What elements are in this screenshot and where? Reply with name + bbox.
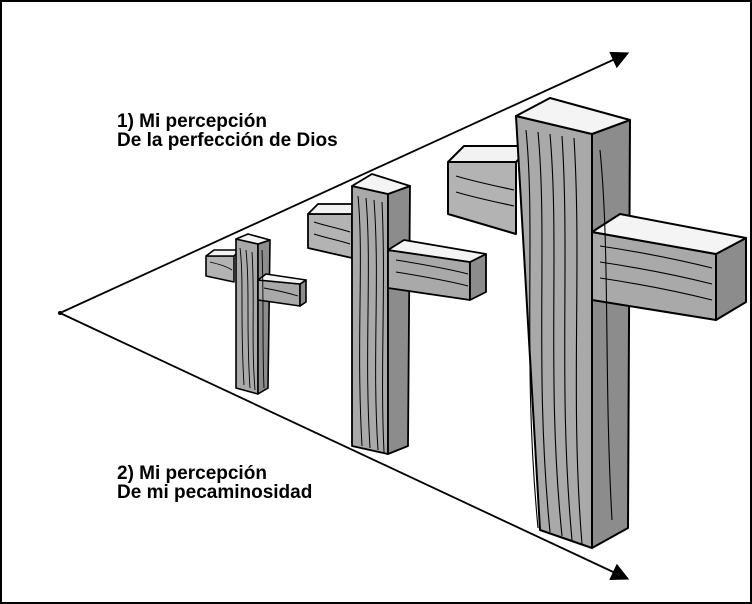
medium-cross <box>307 173 487 455</box>
caption-top-line1: 1) Mi percepción <box>117 111 267 132</box>
caption-bottom-line1: 2) Mi percepción <box>117 463 267 484</box>
caption-bottom-line2: De mi pecaminosidad <box>117 482 313 503</box>
small-cross <box>205 233 307 395</box>
caption-top-line2: De la perfección de Dios <box>117 130 338 151</box>
large-cross <box>447 97 747 549</box>
caption-sinfulness: 2) Mi percepción De mi pecaminosidad <box>117 464 312 502</box>
upper-perception-arrow <box>59 51 630 314</box>
caption-perfection-of-god: 1) Mi percepción De la perfección de Dio… <box>117 112 338 150</box>
lower-perception-arrow <box>59 312 630 581</box>
vertex-point <box>58 311 62 315</box>
